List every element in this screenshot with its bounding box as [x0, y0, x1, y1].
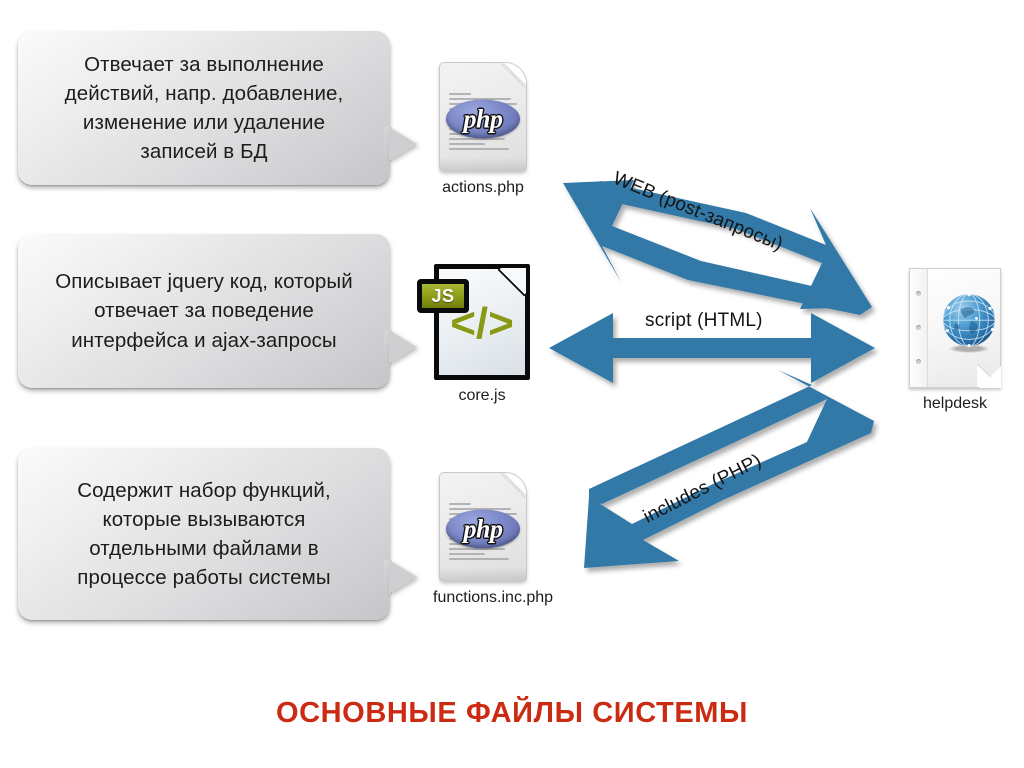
- js-badge-icon: JS: [417, 279, 469, 313]
- callout-actions-text: Отвечает за выполнение действий, напр. д…: [64, 52, 344, 164]
- globe-page-icon: [909, 268, 1001, 388]
- callout-tail-cover: [384, 127, 392, 161]
- page-fold-line: [498, 269, 525, 296]
- php-file-icon: php: [439, 62, 527, 172]
- page-bottom-shade: [440, 157, 526, 171]
- php-logo-text: php: [463, 104, 503, 134]
- page-fold-corner: [503, 63, 526, 86]
- callout-functions: Содержит набор функций, которые вызывают…: [18, 448, 417, 620]
- punch-hole-icon: [916, 291, 921, 296]
- globe-icon: [942, 293, 996, 353]
- file-node-functions-inc-php[interactable]: php functions.inc.php: [433, 472, 554, 607]
- php-logo-icon: php: [446, 509, 520, 549]
- php-logo-text: php: [463, 514, 503, 544]
- callout-tail: [389, 127, 417, 161]
- file-node-actions-php[interactable]: php actions.php: [433, 62, 533, 197]
- callout-core: Описывает jquery код, который отвечает з…: [18, 234, 417, 388]
- node-label-helpdesk: helpdesk: [922, 395, 988, 412]
- callout-core-text: Описывает jquery код, который отвечает з…: [55, 270, 353, 352]
- arrow-label-web: WEB (post-запросы): [610, 168, 786, 256]
- arrow-label-includes: includes (PHP): [640, 450, 765, 528]
- callout-tail: [389, 560, 417, 594]
- arrow-label-script: script (HTML): [645, 310, 763, 331]
- js-badge-text: JS: [431, 285, 455, 306]
- page-fold-corner: [503, 473, 526, 496]
- callout-functions-text: Содержит набор функций, которые вызывают…: [77, 478, 331, 590]
- callout-tail: [389, 330, 417, 364]
- file-label-core-js: core.js: [458, 387, 506, 404]
- callout-actions: Отвечает за выполнение действий, напр. д…: [18, 31, 417, 185]
- file-node-core-js[interactable]: </> JS core.js: [417, 264, 532, 405]
- punch-hole-icon: [916, 325, 921, 330]
- file-label-functions-inc-php: functions.inc.php: [433, 589, 554, 606]
- file-label-actions-php: actions.php: [442, 179, 524, 196]
- node-helpdesk[interactable]: helpdesk: [895, 268, 1015, 413]
- page-bottom-shade: [440, 567, 526, 581]
- js-file-icon: </> JS: [417, 264, 530, 380]
- page-title: ОСНОВНЫЕ ФАЙЛЫ СИСТЕМЫ: [275, 697, 749, 729]
- punch-hole-icon: [916, 359, 921, 364]
- php-file-icon: php: [439, 472, 527, 582]
- page-fold-corner: [979, 366, 1001, 388]
- callout-tail-cover: [384, 560, 392, 594]
- php-logo-icon: php: [446, 99, 520, 139]
- callout-tail-cover: [384, 330, 392, 364]
- arrow-web: [563, 180, 872, 315]
